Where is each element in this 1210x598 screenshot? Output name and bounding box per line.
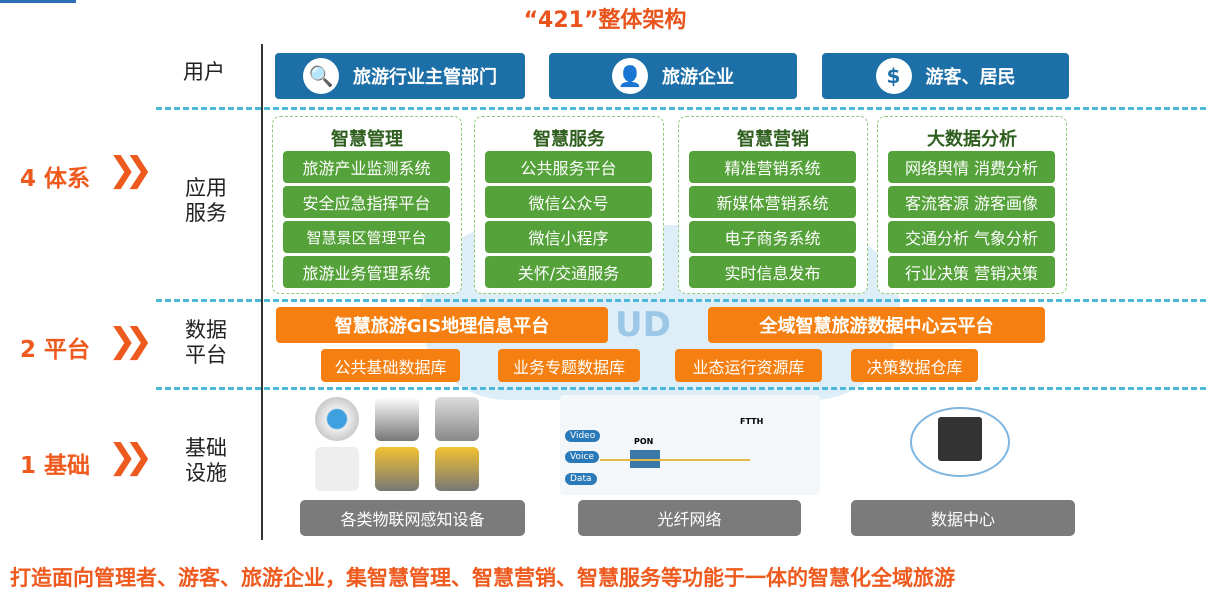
tier-2-label: 2 平台	[20, 337, 91, 363]
column-heading: 智慧管理	[331, 129, 403, 150]
microphone-icon	[375, 397, 419, 441]
column-heading: 大数据分析	[927, 129, 1017, 150]
app-column-management: 智慧管理 旅游产业监测系统 安全应急指挥平台 智慧景区管理平台 旅游业务管理系统	[272, 116, 462, 294]
column-heading: 智慧服务	[533, 129, 605, 150]
user-search-icon: 👤	[612, 58, 648, 94]
user-box-admin: 🔍 旅游行业主管部门	[275, 53, 525, 99]
user-box-tourists: $ 游客、居民	[822, 53, 1069, 99]
user-money-icon: $	[875, 58, 912, 94]
row-label-infra: 基础 设施	[185, 436, 227, 485]
system-item: 精准营销系统	[689, 151, 856, 183]
gis-platform: 智慧旅游GIS地理信息平台	[276, 307, 608, 343]
webcam-icon	[315, 397, 359, 441]
network-node: Voice	[565, 451, 599, 463]
chevron-right-icon: ❯❯	[108, 321, 153, 361]
system-item: 旅游产业监测系统	[283, 151, 450, 183]
divider	[156, 387, 1206, 390]
column-heading: 智慧营销	[737, 129, 809, 150]
user-label: 旅游企业	[662, 67, 734, 88]
system-item: 智慧景区管理平台	[283, 221, 450, 253]
divider	[156, 107, 1206, 110]
ftth-label: FTTH	[740, 417, 764, 426]
infra-datacenter: 数据中心	[851, 500, 1075, 536]
database-item: 业态运行资源库	[675, 349, 822, 382]
network-ring	[910, 407, 1010, 477]
system-item: 安全应急指挥平台	[283, 186, 450, 218]
fingerprint-icon	[315, 447, 359, 491]
database-item: 业务专题数据库	[498, 349, 640, 382]
system-item: 行业决策 营销决策	[888, 256, 1055, 288]
system-item: 公共服务平台	[485, 151, 652, 183]
iot-devices-image	[300, 395, 480, 495]
data-center-image	[870, 395, 1050, 495]
network-node: Video	[565, 430, 601, 442]
system-item: 关怀/交通服务	[485, 256, 652, 288]
fiber-network-diagram: Video Voice Data PON FTTH	[560, 395, 820, 495]
row-label-data: 数据 平台	[185, 318, 227, 367]
user-label: 旅游行业主管部门	[353, 67, 497, 88]
database-item: 决策数据仓库	[851, 349, 978, 382]
app-column-marketing: 智慧营销 精准营销系统 新媒体营销系统 电子商务系统 实时信息发布	[678, 116, 868, 294]
system-item: 交通分析 气象分析	[888, 221, 1055, 253]
fiber-link	[600, 459, 750, 461]
thermometer-device-icon	[375, 447, 419, 491]
summary-text: 打造面向管理者、游客、旅游企业，集智慧管理、智慧营销、智慧服务等功能于一体的智慧…	[10, 566, 955, 590]
system-item: 微信小程序	[485, 221, 652, 253]
cloud-text: UD	[615, 305, 671, 345]
corner-accent	[0, 0, 76, 3]
system-item: 微信公众号	[485, 186, 652, 218]
speaker-icon	[435, 397, 479, 441]
app-column-bigdata: 大数据分析 网络舆情 消费分析 客流客源 游客画像 交通分析 气象分析 行业决策…	[877, 116, 1067, 294]
system-item: 实时信息发布	[689, 256, 856, 288]
infra-fiber: 光纤网络	[578, 500, 801, 536]
row-label-app: 应用 服务	[185, 176, 227, 225]
system-item: 电子商务系统	[689, 221, 856, 253]
chevron-right-icon: ❯❯	[108, 437, 153, 477]
system-item: 旅游业务管理系统	[283, 256, 450, 288]
user-label: 游客、居民	[925, 67, 1016, 88]
app-column-service: 智慧服务 公共服务平台 微信公众号 微信小程序 关怀/交通服务	[474, 116, 664, 294]
infra-iot: 各类物联网感知设备	[300, 500, 525, 536]
system-item: 网络舆情 消费分析	[888, 151, 1055, 183]
database-item: 公共基础数据库	[321, 349, 460, 382]
vertical-divider	[261, 44, 263, 540]
chevron-right-icon: ❯❯	[108, 150, 153, 190]
system-item: 客流客源 游客画像	[888, 186, 1055, 218]
user-box-enterprise: 👤 旅游企业	[549, 53, 797, 99]
tier-1-label: 1 基础	[20, 453, 91, 479]
pon-label: PON	[634, 437, 654, 446]
network-node: Data	[565, 473, 597, 485]
page-title: “421”整体架构	[523, 8, 687, 33]
system-item: 新媒体营销系统	[689, 186, 856, 218]
tier-4-label: 4 体系	[20, 166, 91, 192]
row-label-users: 用户	[183, 60, 225, 84]
divider	[156, 299, 1206, 302]
data-center-cloud-platform: 全域智慧旅游数据中心云平台	[708, 307, 1045, 343]
light-sensor-icon	[435, 447, 479, 491]
magnifier-user-icon: 🔍	[303, 58, 339, 94]
